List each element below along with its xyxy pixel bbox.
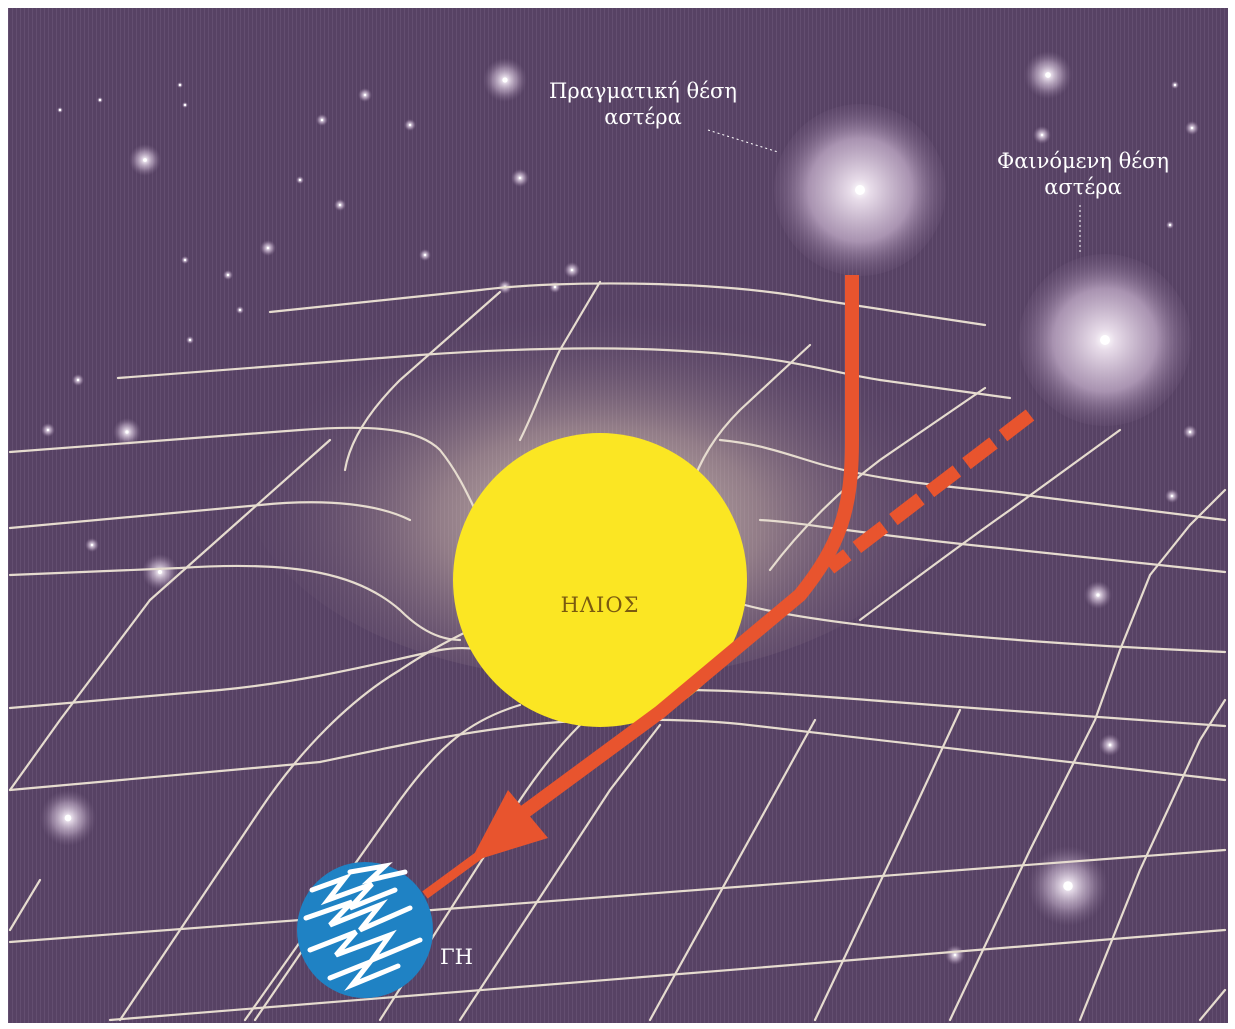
background-star-core — [1108, 743, 1112, 747]
real-star-label-line2: αστέρα — [604, 105, 682, 130]
background-star-core — [953, 953, 957, 957]
earth-label: ΓΗ — [440, 945, 473, 969]
background-star-core — [1190, 126, 1194, 130]
background-star-core — [320, 118, 324, 122]
background-star-core — [1173, 83, 1177, 87]
background-star-core — [183, 258, 187, 262]
background-star-core — [518, 176, 522, 180]
background-star-core — [1040, 133, 1044, 137]
background-star-core — [58, 108, 62, 112]
apparent-star-label-line1: Φαινόμενη θέση — [996, 149, 1170, 173]
background-star-core — [502, 77, 508, 83]
background-star-core — [125, 430, 129, 434]
real-label-leader — [707, 129, 779, 153]
background-star-core — [1188, 430, 1192, 434]
background-star-core — [1045, 72, 1051, 78]
background-star-core — [1096, 593, 1100, 597]
background-star-core — [178, 83, 182, 87]
background-star-core — [1170, 494, 1174, 498]
apparent-star-label-line2: αστέρα — [1044, 175, 1122, 200]
apparent-star-label: Φαινόμενη θέση αστέρα — [978, 148, 1188, 201]
background-star-core — [1168, 223, 1172, 227]
background-star-core — [76, 378, 80, 382]
background-star-core — [98, 98, 102, 102]
light-path-to-earth — [422, 836, 503, 899]
real-light-path — [495, 275, 859, 836]
background-star-core — [338, 203, 342, 207]
background-star-core — [266, 246, 270, 250]
background-star-core — [157, 569, 163, 575]
sun-disc — [453, 433, 747, 727]
background-star-core — [64, 814, 72, 822]
background-star-core — [143, 158, 147, 162]
background-star-core — [188, 338, 192, 342]
background-star-core — [90, 543, 94, 547]
real-star — [774, 104, 946, 276]
background-star-core — [363, 93, 367, 97]
apparent-star — [1019, 254, 1191, 426]
background-stars — [40, 51, 1199, 965]
background-star-core — [46, 428, 50, 432]
background-star-core — [298, 178, 302, 182]
earth-globe — [297, 862, 433, 998]
background-star-core — [238, 308, 242, 312]
background-star-core — [408, 123, 412, 127]
real-star-label: Πραγματική θέση αστέρα — [528, 78, 758, 131]
sun-label: ΗΛΙΟΣ — [560, 593, 640, 617]
background-star-core — [1063, 881, 1073, 891]
background-star-core — [226, 273, 230, 277]
real-star-label-line1: Πραγματική θέση — [549, 79, 737, 103]
background-star-core — [183, 103, 187, 107]
apparent-light-path — [825, 409, 1035, 574]
background-star-core — [423, 253, 427, 257]
